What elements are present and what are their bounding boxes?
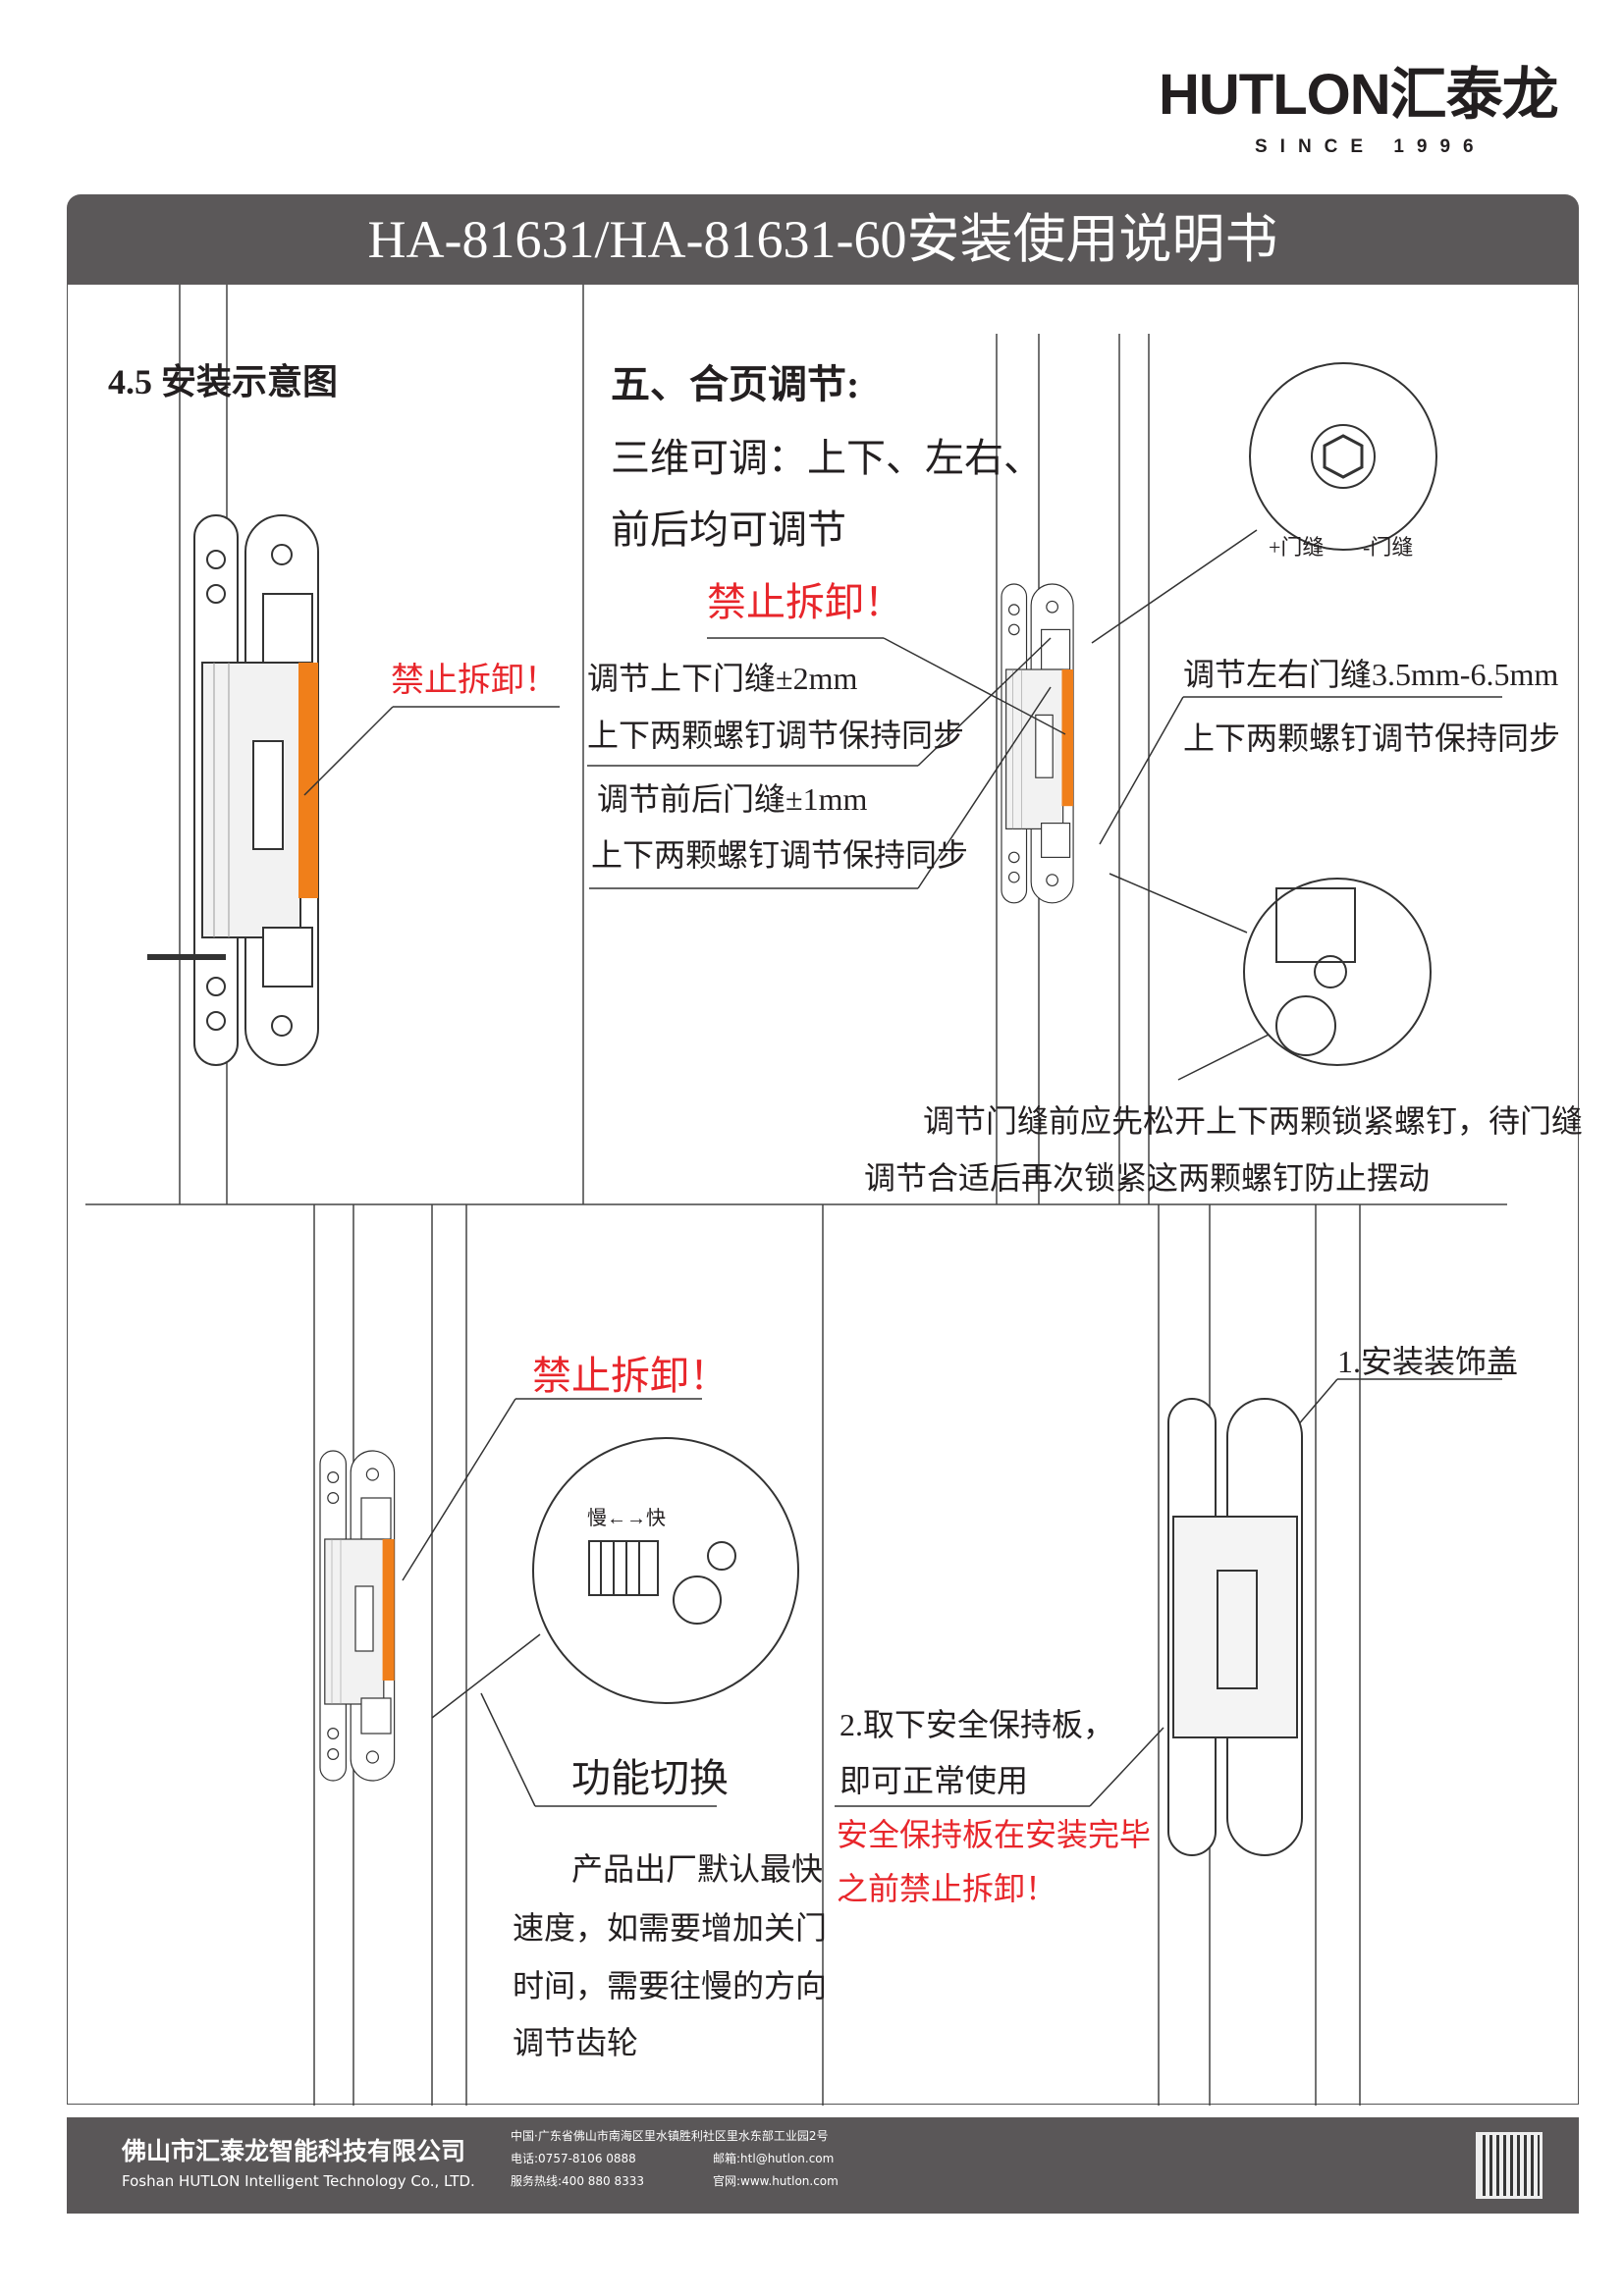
hinge-drawing-3 [319,1450,396,1782]
lateral-adjust-note: 上下两颗螺钉调节保持同步 [1183,721,1561,756]
adjust-note-line-2: 调节合适后再次锁紧这两颗螺钉防止摆动 [864,1160,1431,1196]
section-heading-hinge-adjustment: 五、合页调节: [611,362,860,406]
vertical-adjust-label: 调节上下门缝±2mm [587,661,858,696]
function-desc-2: 速度，如需要增加关门 [513,1910,828,1946]
footer: 佛山市汇泰龙智能科技有限公司 Foshan HUTLON Intelligent… [67,2117,1579,2214]
intro-line-2: 前后均可调节 [611,507,846,552]
logo-tagline: SINCE 1996 [1255,136,1487,157]
adjust-note-line-1: 调节门缝前应先松开上下两颗锁紧螺钉，待门缝 [923,1103,1584,1139]
warning-no-disassembly: 禁止拆卸！ [707,580,903,624]
website: 官网:www.hutlon.com [713,2174,839,2188]
address: 中国·广东省佛山市南海区里水镇胜利社区里水东部工业园2号 [511,2129,829,2143]
page-title: HA-81631/HA-81631-60安装使用说明书 [67,194,1579,285]
vertical-adjust-note: 上下两颗螺钉调节保持同步 [587,718,965,753]
step2-warning-2: 之前禁止拆卸！ [837,1871,1057,1906]
hinge-drawing-1 [193,514,319,1066]
speed-label: 慢←→快 [587,1508,666,1529]
phone: 电话:0757-8106 0888 [511,2152,636,2165]
depth-adjust-label: 调节前后门缝±1mm [597,781,868,817]
function-desc-3: 时间，需要往慢的方向 [513,1968,828,2003]
email: 邮箱:htl@hutlon.com [713,2152,835,2165]
section-heading-install-diagram: 4.5 安装示意图 [108,362,339,401]
step2-line-1: 2.取下安全保持板， [839,1707,1115,1742]
hotline: 服务热线:400 880 8333 [511,2174,645,2188]
detail-circle-speed-gear [532,1437,799,1704]
depth-adjust-note: 上下两颗螺钉调节保持同步 [591,837,969,873]
brand-logo: HUTLON汇泰龙 SINCE 1996 [1159,65,1571,167]
qr-code-icon [1476,2132,1543,2199]
lateral-adjust-label: 调节左右门缝3.5mm-6.5mm [1183,657,1559,692]
company-name-en: Foshan HUTLON Intelligent Technology Co.… [122,2172,475,2190]
function-desc-4: 调节齿轮 [513,2025,639,2060]
step2-warning-1: 安全保持板在安装完毕 [837,1817,1152,1852]
step2-line-2: 即可正常使用 [839,1763,1029,1798]
logo-wordmark: HUTLON汇泰龙 [1159,63,1559,127]
detail-circle-lateral [1249,362,1437,551]
warning-no-disassembly: 禁止拆卸！ [391,663,558,699]
intro-line-1: 三维可调：上下、左右、 [611,436,1043,480]
hex-screw-icon [1323,434,1364,479]
warning-no-disassembly: 禁止拆卸！ [532,1354,729,1398]
hinge-drawing-2 [1001,583,1074,904]
detail-circle-lock-screw [1243,878,1432,1066]
company-name-cn: 佛山市汇泰龙智能科技有限公司 [122,2137,466,2165]
gap-plus-label: +门缝 [1269,535,1325,560]
function-switch-label: 功能切换 [571,1756,729,1800]
function-desc-1: 产品出厂默认最快 [571,1851,824,1887]
gap-minus-label: -门缝 [1363,535,1414,560]
step1-label: 1.安装装饰盖 [1337,1344,1519,1379]
